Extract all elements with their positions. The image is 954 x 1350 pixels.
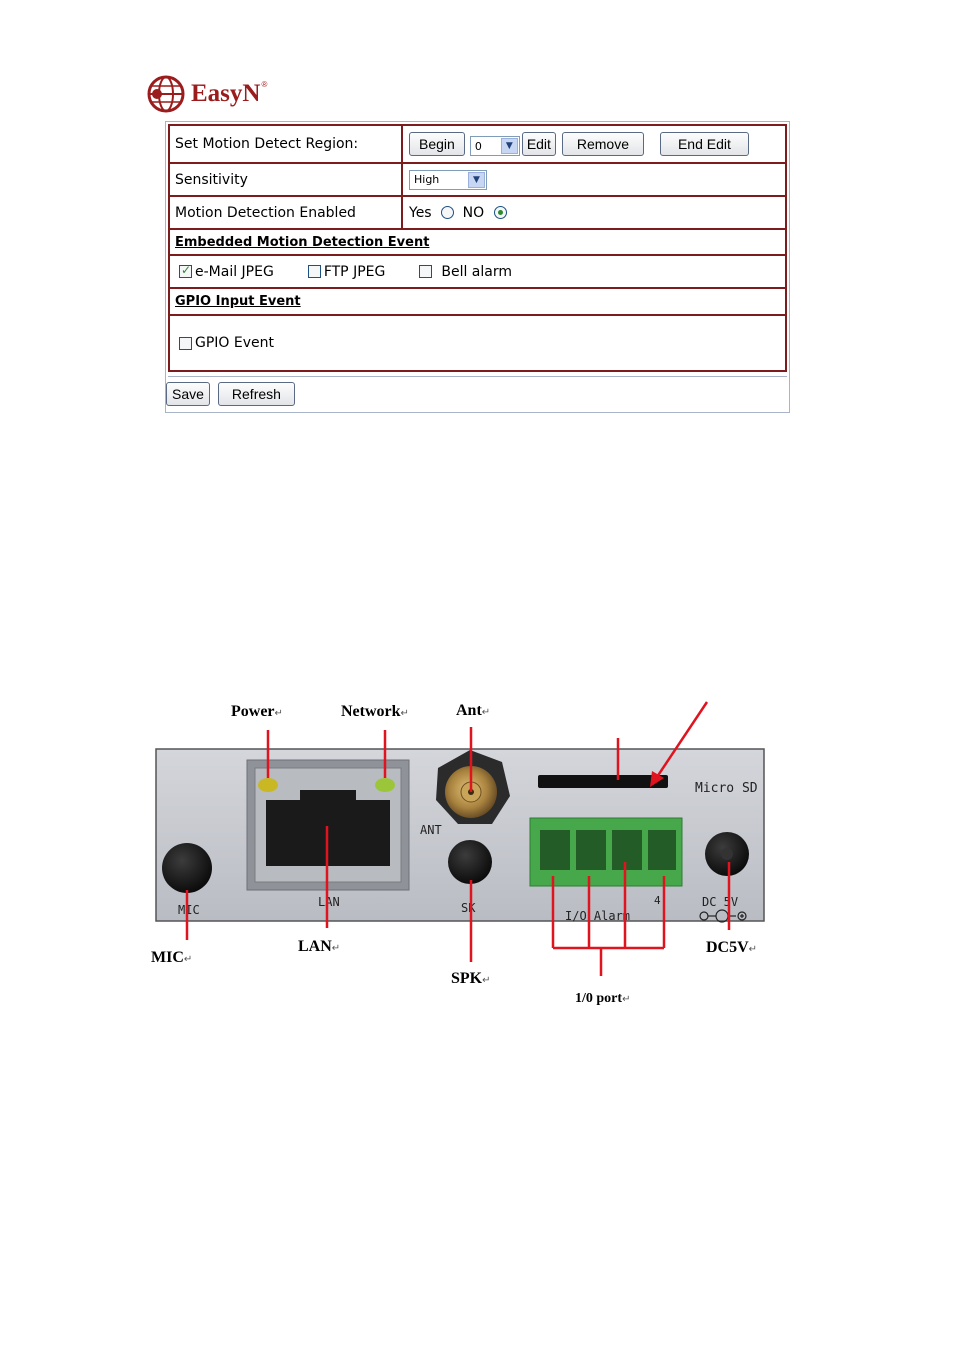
gpio-event-label: GPIO Event	[195, 335, 274, 351]
chevron-down-icon: ▼	[468, 171, 485, 188]
arrow-head-icon	[650, 771, 664, 787]
panel-print-lan: LAN	[318, 895, 340, 909]
bell-alarm-option[interactable]: Bell alarm	[419, 264, 512, 280]
callout-lines	[185, 701, 731, 976]
embedded-event-heading: Embedded Motion Detection Event	[175, 234, 430, 250]
email-jpeg-option[interactable]: e-Mail JPEG	[179, 263, 274, 280]
globe-logo-icon	[147, 75, 185, 113]
embedded-event-options: e-Mail JPEG FTP JPEG Bell alarm	[170, 256, 785, 287]
micro-sd-slot	[538, 775, 668, 788]
bell-alarm-label: Bell alarm	[441, 263, 513, 280]
panel-print-io-alarm: I/O Alarm	[565, 909, 630, 923]
callout-ant: Ant↵	[456, 702, 491, 719]
network-led	[375, 778, 395, 792]
ftp-jpeg-label: FTP JPEG	[323, 263, 386, 280]
easyn-logo: EasyN ®	[146, 74, 267, 114]
no-label: NO	[462, 204, 485, 221]
refresh-button[interactable]: Refresh	[217, 382, 295, 406]
email-jpeg-checkbox[interactable]	[179, 263, 192, 278]
sensitivity-select[interactable]: High ▼	[409, 169, 487, 190]
motion-settings-table: Set Motion Detect Region: Begin 0 ▼ Edit…	[165, 121, 790, 413]
mic-jack	[162, 843, 212, 893]
panel-print-dc: DC 5V	[702, 895, 738, 909]
motion-enabled-label: Motion Detection Enabled	[170, 197, 403, 228]
panel-print-mic: MIC	[178, 903, 200, 917]
no-radio[interactable]	[494, 206, 508, 219]
logo-text: EasyN	[191, 80, 261, 107]
sensitivity-label: Sensitivity	[170, 164, 403, 195]
callout-lan: LAN↵	[298, 938, 341, 955]
gpio-event-option[interactable]: GPIO Event	[179, 335, 274, 351]
ftp-jpeg-option[interactable]: FTP JPEG	[307, 263, 386, 280]
gpio-heading: GPIO Input Event	[175, 294, 301, 309]
bell-alarm-checkbox[interactable]	[419, 265, 433, 278]
remove-button[interactable]: Remove	[561, 132, 644, 156]
no-option[interactable]: NO	[463, 205, 508, 221]
ftp-jpeg-checkbox[interactable]	[307, 265, 321, 278]
yes-option[interactable]: Yes	[409, 205, 454, 221]
panel-print-pin4: 4	[654, 894, 661, 907]
action-buttons: Save Refresh	[166, 382, 295, 406]
motion-region-row: Set Motion Detect Region: Begin 0 ▼ Edit…	[168, 124, 787, 164]
begin-button[interactable]: Begin	[409, 132, 465, 156]
motion-region-controls: Begin 0 ▼ Edit Remove End Edit	[405, 126, 785, 162]
yes-label: Yes	[409, 204, 432, 221]
region-select-value: 0	[474, 139, 482, 153]
sensitivity-controls: High ▼	[405, 164, 785, 195]
gpio-event-checkbox[interactable]	[179, 336, 192, 350]
email-jpeg-label: e-Mail JPEG	[195, 263, 274, 280]
callout-dc5v: DC5V↵	[706, 939, 758, 956]
callout-mic: MIC↵	[151, 949, 193, 966]
save-button[interactable]: Save	[166, 382, 210, 406]
edit-button[interactable]: Edit	[521, 132, 556, 156]
chevron-down-icon: ▼	[500, 138, 518, 154]
gpio-options: GPIO Event	[170, 316, 785, 370]
motion-enabled-controls: Yes NO	[405, 197, 785, 228]
callout-spk: SPK↵	[451, 970, 491, 987]
motion-region-label: Set Motion Detect Region:	[170, 126, 403, 162]
registered-mark: ®	[261, 79, 268, 89]
callout-power: Power↵	[231, 703, 283, 720]
region-select[interactable]: 0 ▼	[469, 136, 520, 156]
power-led	[258, 778, 278, 792]
spk-jack	[448, 840, 492, 884]
panel-print-ant: ANT	[420, 823, 442, 837]
yes-radio[interactable]	[440, 206, 454, 219]
panel-print-spk: SK	[461, 901, 476, 915]
io-terminal-block	[529, 817, 683, 887]
divider	[168, 376, 787, 377]
callout-network: Network↵	[341, 703, 409, 720]
callout-io-port: 1/0 port↵	[575, 991, 631, 1006]
panel-print-micro-sd: Micro SD	[695, 781, 758, 796]
sensitivity-select-value: High	[414, 173, 440, 186]
gpio-options-row: GPIO Event	[168, 314, 787, 372]
end-edit-button[interactable]: End Edit	[659, 132, 749, 156]
